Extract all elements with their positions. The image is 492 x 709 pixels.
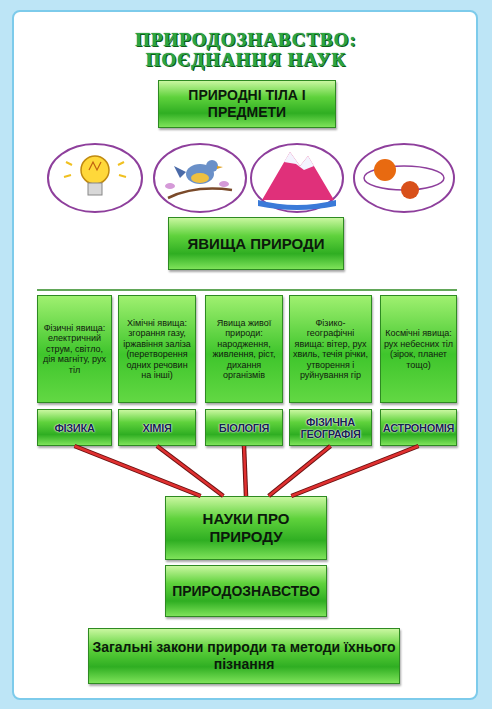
phenomena-box: ЯВИЩА ПРИРОДИ [168,217,344,270]
phenomena-desc: Фізико-географічні явища: вітер, рух хви… [289,295,372,403]
science-box: АСТРОНОМІЯ [380,409,457,446]
phenomena-desc: Фізичні явища: електричний струм, світло… [37,295,112,403]
node-text: Явища живої природи: народження, живленн… [208,318,280,381]
title-text: ПРИРОДОЗНАВСТВО: ПОЄДНАННЯ НАУК [135,29,357,70]
node-text: ФІЗИЧНА ГЕОГРАФІЯ [290,416,371,440]
text-wrap: Космічні явища: рух небесних тіл (зірок,… [383,328,454,370]
science-box: БІОЛОГІЯ [205,409,283,446]
node-text: БІОЛОГІЯ [219,422,269,434]
node-text: ЯВИЩА ПРИРОДИ [188,235,325,253]
text-wrap: Фізичні явища: електричний струм, світло… [40,323,109,376]
text-wrap: ЯВИЩА ПРИРОДИ [188,235,325,253]
text-wrap: ПРИРОДОЗНАВСТВО [172,583,320,600]
connector-line [75,446,201,496]
node-text: НАУКИ ПРО ПРИРОДУ [166,510,326,546]
phenomena-desc: Космічні явища: рух небесних тіл (зірок,… [380,295,457,403]
diagram-title: ПРИРОДОЗНАВСТВО: ПОЄДНАННЯ НАУК [116,30,376,70]
node-text: Космічні явища: рух небесних тіл (зірок,… [383,328,454,370]
node-text: АСТРОНОМІЯ [383,422,454,434]
bird-oval [154,144,246,212]
text-wrap: ХІМІЯ [142,422,171,434]
divider-line [37,289,457,291]
science-box: ФІЗИКА [37,409,112,446]
science-box: ФІЗИЧНА ГЕОГРАФІЯ [289,409,372,446]
mountain-oval [251,144,343,212]
phenomena-desc: Хімічні явища: згорання газу, іржавіння … [118,295,196,403]
laws-box: Загальні закони природи та методи їхньог… [88,628,400,684]
node-text: ХІМІЯ [142,422,171,434]
text-wrap: ФІЗИКА [54,422,94,434]
bulb-oval [48,144,142,212]
science-box: ХІМІЯ [118,409,196,446]
node-text: Загальні закони природи та методи їхньог… [89,639,399,673]
node-text: Фізичні явища: електричний струм, світло… [40,323,109,376]
text-wrap: ФІЗИЧНА ГЕОГРАФІЯ [290,416,371,440]
node-text: ПРИРОДНІ ТІЛА І ПРЕДМЕТИ [159,87,335,121]
planets-oval [354,144,454,212]
node-text: Фізико-географічні явища: вітер, рух хви… [292,318,369,381]
connector-line [157,446,223,496]
sciences-box: НАУКИ ПРО ПРИРОДУ [165,496,327,560]
text-wrap: АСТРОНОМІЯ [383,422,454,434]
node-text: ПРИРОДОЗНАВСТВО [172,583,320,600]
text-wrap: Фізико-географічні явища: вітер, рух хви… [292,318,369,381]
objects-box: ПРИРОДНІ ТІЛА І ПРЕДМЕТИ [158,80,336,128]
node-text: Хімічні явища: згорання газу, іржавіння … [121,318,193,381]
text-wrap: Хімічні явища: згорання газу, іржавіння … [121,318,193,381]
text-wrap: БІОЛОГІЯ [219,422,269,434]
text-wrap: ПРИРОДНІ ТІЛА І ПРЕДМЕТИ [159,87,335,121]
connector-line [291,446,418,496]
text-wrap: Загальні закони природи та методи їхньог… [89,639,399,673]
natural-science-box: ПРИРОДОЗНАВСТВО [165,565,327,617]
phenomena-desc: Явища живої природи: народження, живленн… [205,295,283,403]
text-wrap: НАУКИ ПРО ПРИРОДУ [166,510,326,546]
connector-line [269,446,331,496]
text-wrap: Явища живої природи: народження, живленн… [208,318,280,381]
connector-line [244,446,246,496]
node-text: ФІЗИКА [54,422,94,434]
